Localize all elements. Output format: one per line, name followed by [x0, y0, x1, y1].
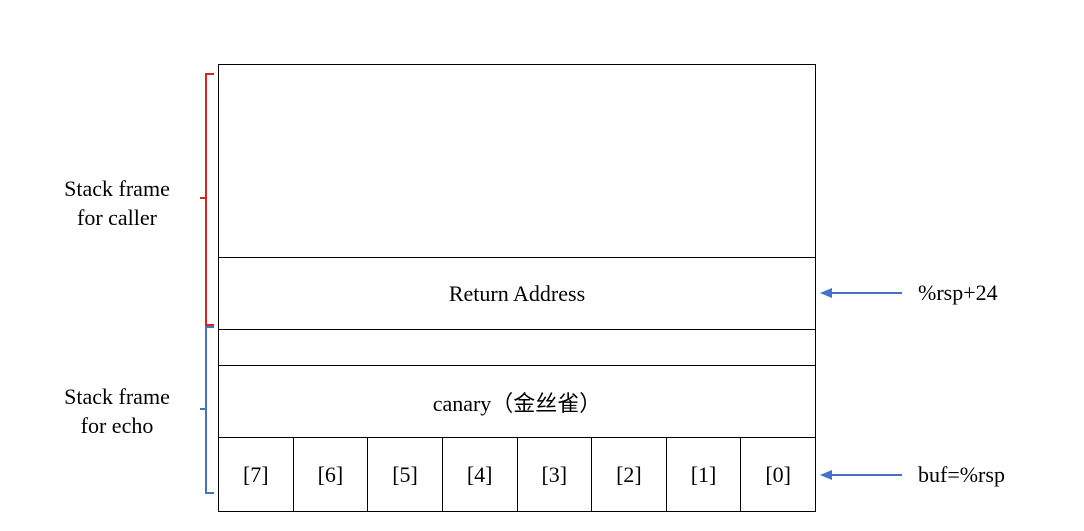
- buf-cell: [7]: [219, 438, 294, 511]
- caller-frame-label-line2: for caller: [77, 205, 157, 230]
- return-address-text: Return Address: [448, 280, 586, 306]
- caller-frame-label-line1: Stack frame: [64, 176, 170, 201]
- buffer-row: [7] [6] [5] [4] [3] [2] [1] [0]: [219, 437, 815, 511]
- buf-pointer-label: buf=%rsp: [918, 462, 1005, 487]
- echo-frame-label: Stack frame for echo: [37, 382, 197, 440]
- return-address-pointer-label: %rsp+24: [918, 280, 998, 305]
- caller-frame-label: Stack frame for caller: [37, 174, 197, 232]
- padding-slot: [219, 329, 815, 365]
- return-address-slot: Return Address: [219, 257, 815, 329]
- buf-cell: [6]: [294, 438, 369, 511]
- buf-cell: [4]: [443, 438, 518, 511]
- buf-cell: [1]: [667, 438, 742, 511]
- buf-arrowhead: [820, 470, 832, 480]
- buf-cell: [3]: [518, 438, 593, 511]
- caller-frame-region: [219, 65, 815, 257]
- caller-frame-bracket: [200, 73, 214, 326]
- buf-cell: [5]: [368, 438, 443, 511]
- stack-diagram: Return Address canary（金丝雀） [7] [6] [5] […: [218, 64, 816, 512]
- echo-frame-bracket: [200, 326, 214, 494]
- buf-cell: [2]: [592, 438, 667, 511]
- buf-cell: [0]: [765, 461, 792, 487]
- canary-text: canary（金丝雀）: [432, 390, 602, 416]
- canary-slot: canary（金丝雀）: [219, 365, 815, 437]
- echo-frame-label-line1: Stack frame: [64, 384, 170, 409]
- echo-frame-label-line2: for echo: [80, 413, 154, 438]
- return-address-arrowhead: [820, 288, 832, 298]
